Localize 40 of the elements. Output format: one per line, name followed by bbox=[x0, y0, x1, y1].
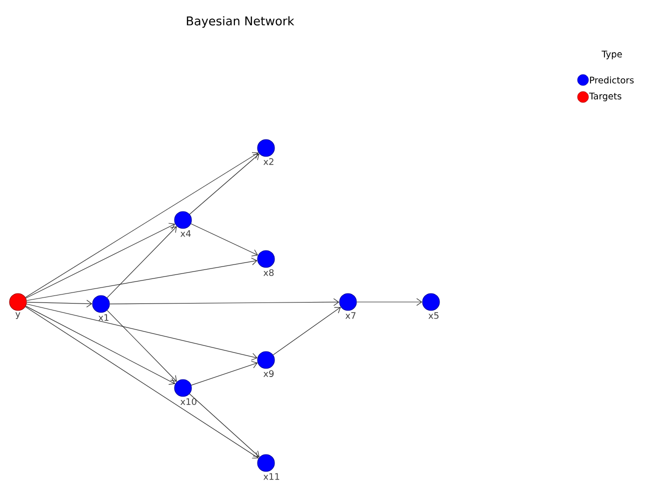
node-label: x8 bbox=[263, 269, 274, 276]
network-node bbox=[257, 139, 275, 157]
node-label: x4 bbox=[180, 230, 191, 237]
arrow bbox=[26, 306, 176, 385]
arrow bbox=[190, 223, 258, 256]
arrow bbox=[26, 304, 258, 360]
arrow bbox=[106, 310, 177, 382]
arrow bbox=[189, 154, 260, 215]
network-node bbox=[422, 293, 440, 311]
network-node bbox=[174, 211, 192, 229]
node-label: x7 bbox=[345, 312, 356, 319]
node-label: x9 bbox=[263, 370, 274, 377]
network-node bbox=[339, 293, 357, 311]
arrow bbox=[356, 298, 422, 306]
arrow bbox=[106, 226, 177, 298]
arrow bbox=[191, 360, 258, 386]
arrow bbox=[26, 300, 92, 308]
node-label: x2 bbox=[263, 158, 274, 165]
network-node bbox=[174, 379, 192, 397]
legend-label: Targets bbox=[589, 92, 622, 102]
arrow bbox=[26, 258, 258, 301]
network-node bbox=[257, 250, 275, 268]
network-node bbox=[257, 454, 275, 472]
node-label: x5 bbox=[428, 312, 438, 319]
network-node bbox=[92, 295, 110, 313]
arrow bbox=[25, 306, 259, 458]
arrow bbox=[110, 298, 340, 306]
arrow bbox=[26, 222, 176, 298]
legend-label: Predictors bbox=[590, 76, 634, 84]
title: Bayesian Network bbox=[186, 16, 294, 28]
network-node bbox=[257, 351, 275, 369]
arrow bbox=[272, 307, 341, 356]
node-label: x10 bbox=[180, 398, 196, 405]
arrow bbox=[189, 394, 260, 458]
node-label: x1 bbox=[98, 314, 108, 321]
network-node bbox=[9, 293, 27, 311]
node-label: y bbox=[15, 312, 20, 319]
node-label: x11 bbox=[263, 473, 280, 480]
arrow bbox=[25, 152, 259, 298]
legend-title: Type bbox=[602, 50, 622, 60]
